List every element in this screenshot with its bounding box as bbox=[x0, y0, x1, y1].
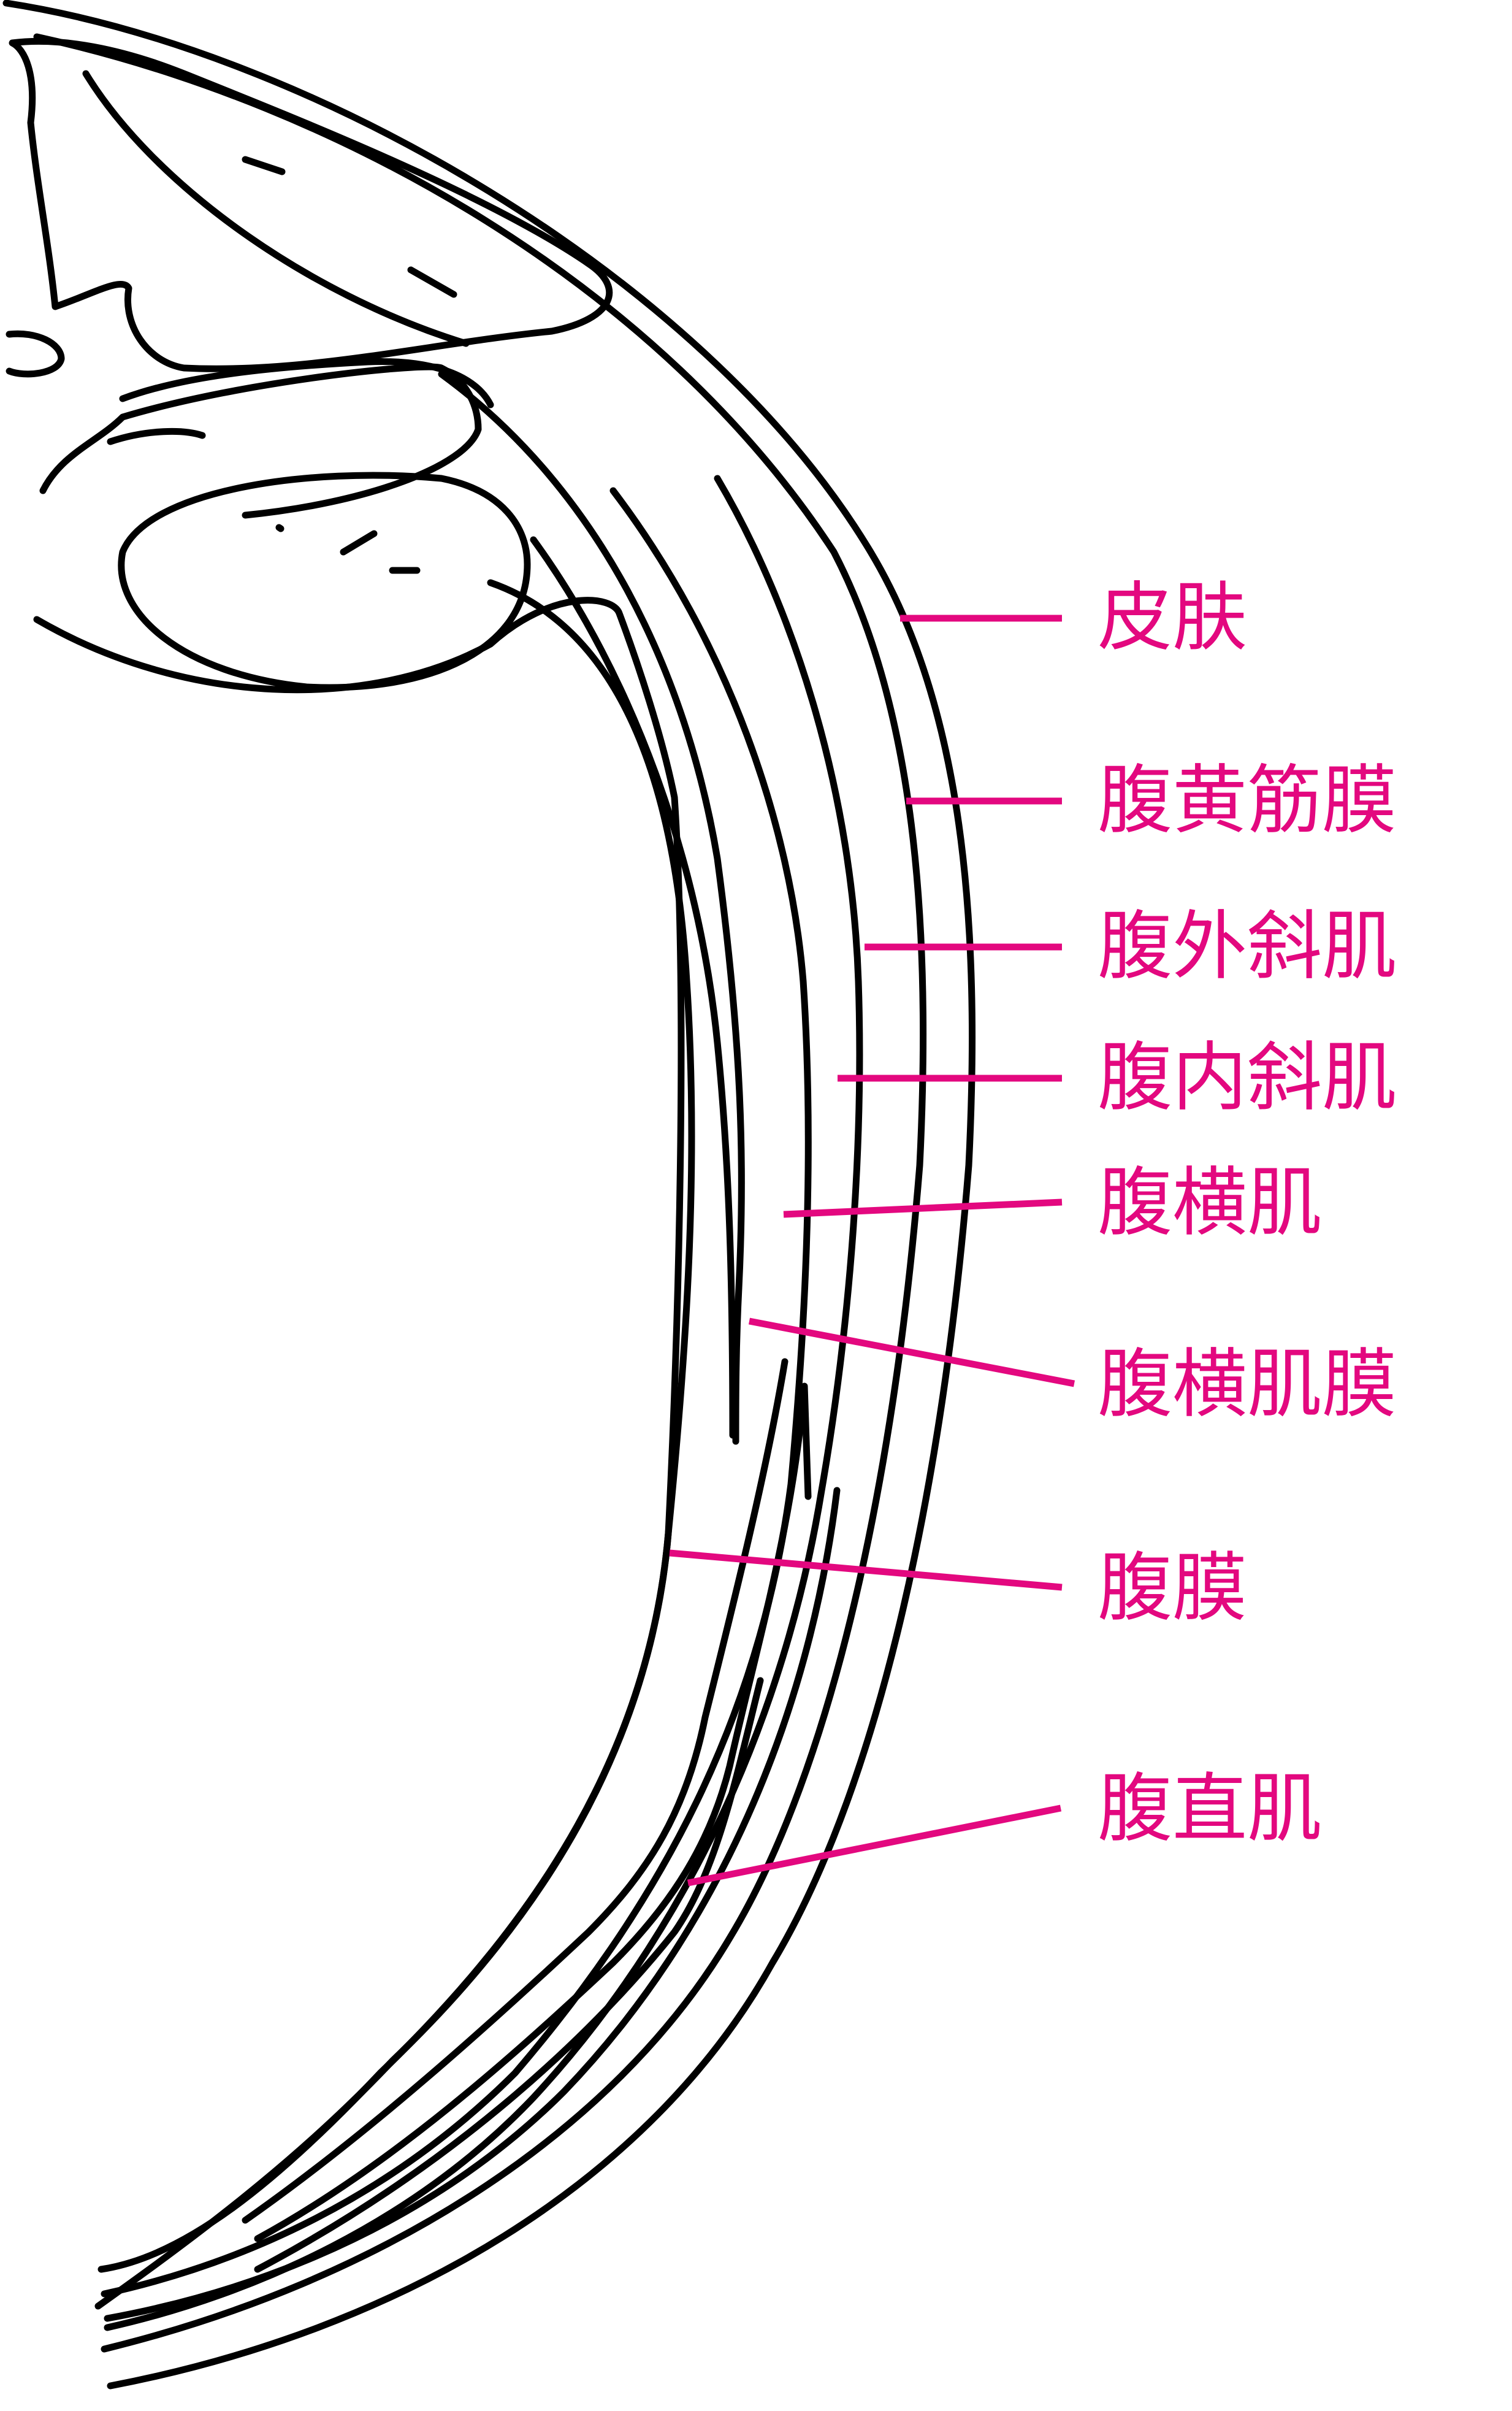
internal-oblique-line bbox=[101, 487, 812, 2298]
leader-lines bbox=[669, 615, 1075, 1887]
vertebral-body-line bbox=[9, 37, 613, 372]
external-oblique-line bbox=[104, 475, 863, 2331]
transversalis-fascia-line bbox=[438, 370, 745, 1445]
peritoneum-label: 腹膜 bbox=[1098, 1544, 1247, 1631]
rectus-muscle-line bbox=[254, 1677, 764, 2273]
skin-label: 皮肤 bbox=[1098, 574, 1247, 661]
kidney-line bbox=[118, 472, 531, 691]
transversus-abdominis-lower-line bbox=[104, 1487, 841, 2322]
transversalis-fascia-label: 腹横肌膜 bbox=[1098, 1341, 1397, 1428]
rectus-notch-line bbox=[801, 1382, 812, 1500]
internal-oblique-label: 腹内斜肌 bbox=[1098, 1034, 1397, 1121]
rectus-abdominis-leader bbox=[687, 1804, 1062, 1887]
transversus-abdominis-leader bbox=[783, 1198, 1063, 1218]
external-oblique-label: 腹外斜肌 bbox=[1098, 903, 1397, 990]
rectus-sheath-inner-line bbox=[254, 1395, 807, 2242]
camper-fascia-label: 腹黄筋膜 bbox=[1098, 757, 1397, 844]
rectus-abdominis-label: 腹直肌 bbox=[1098, 1765, 1322, 1852]
left-notch-line bbox=[6, 330, 65, 378]
peritoneum-leader bbox=[669, 1549, 1063, 1591]
peritoneal-cavity-line bbox=[33, 597, 685, 2310]
kidney-marks-line bbox=[275, 524, 421, 574]
subcutaneous-fascia-line bbox=[33, 33, 927, 2353]
spinal-process-line bbox=[82, 70, 470, 347]
left-lobe-line bbox=[107, 427, 206, 445]
transversus-abdominis-line bbox=[530, 536, 736, 1439]
transversalis-fascia-leader bbox=[748, 1317, 1075, 1387]
skin-line bbox=[2, 0, 976, 2390]
spinal-cord-line bbox=[242, 156, 457, 298]
kidney-upper-line bbox=[119, 358, 494, 408]
transversus-abdominis-label: 腹横肌 bbox=[1098, 1159, 1322, 1246]
rectus-sheath-line bbox=[242, 1358, 788, 2224]
abdominal-wall-outline bbox=[2, 0, 976, 2390]
